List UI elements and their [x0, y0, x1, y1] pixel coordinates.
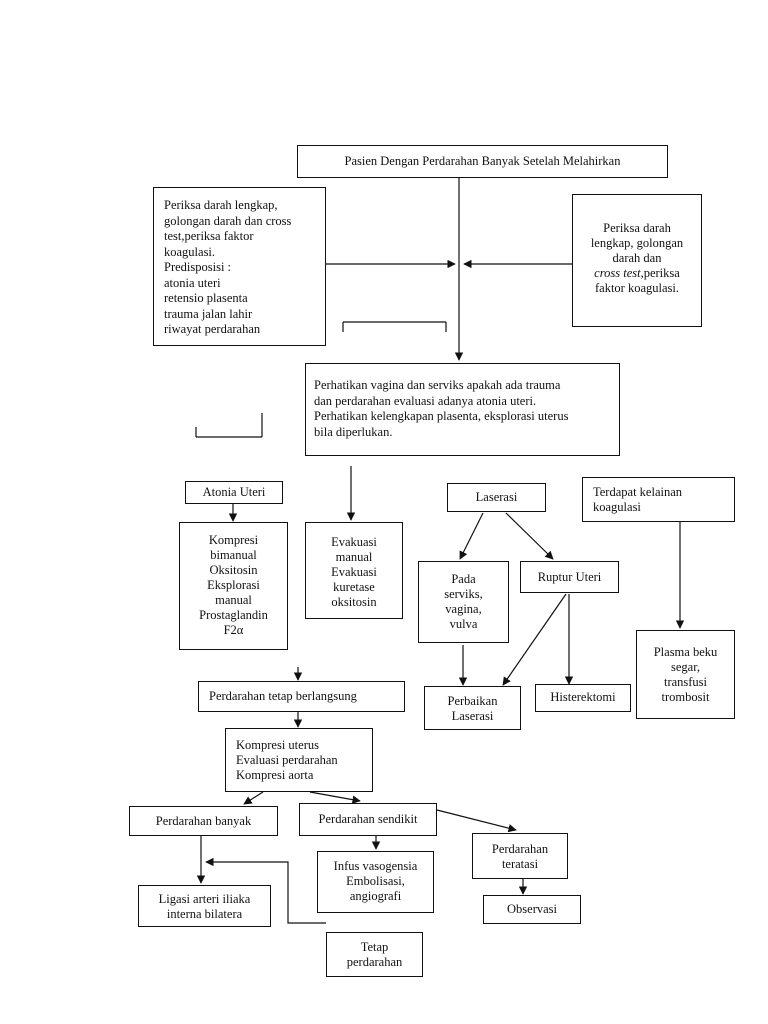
arrow-sendikit-to-teratasi	[436, 809, 517, 833]
node-pasien: Pasien Dengan Perdarahan Banyak Setelah …	[297, 145, 668, 178]
node-periksa-right-line2: ,periksa faktor koagulasi.	[594, 266, 680, 295]
node-observasi-label: Observasi	[507, 902, 557, 916]
node-plasma-beku: Plasma beku segar, transfusi trombosit	[636, 630, 735, 719]
node-perdarahan-teratasi-label: Perdarahan teratasi	[491, 842, 549, 871]
arrow-laserasi-to-pada-serviks	[459, 512, 484, 560]
node-perdarahan-teratasi: Perdarahan teratasi	[472, 833, 568, 879]
node-pada-serviks: Pada serviks, vagina, vulva	[418, 561, 509, 643]
node-perdarahan-tetap-label: Perdarahan tetap berlangsung	[209, 689, 357, 703]
node-perhatikan: Perhatikan vagina dan serviks apakah ada…	[305, 363, 620, 456]
node-plasma-beku-label: Plasma beku segar, transfusi trombosit	[653, 645, 718, 704]
node-evakuasi-label: Evakuasi manual Evakuasi kuretase oksito…	[331, 535, 377, 609]
node-perdarahan-tetap: Perdarahan tetap berlangsung	[198, 681, 405, 712]
node-atonia-uteri: Atonia Uteri	[185, 481, 283, 504]
node-tetap-perdarahan-label: Tetap perdarahan	[346, 940, 403, 969]
node-periksa-left-label: Periksa darah lengkap, golongan darah da…	[164, 198, 292, 336]
node-ruptur-uteri-label: Ruptur Uteri	[537, 570, 602, 584]
node-observasi: Observasi	[483, 895, 581, 924]
node-periksa-left: Periksa darah lengkap, golongan darah da…	[153, 187, 326, 346]
node-pasien-label: Pasien Dengan Perdarahan Banyak Setelah …	[344, 154, 621, 168]
node-kompresi-uterus: Kompresi uterus Evaluasi perdarahan Komp…	[225, 728, 373, 792]
node-histerektomi: Histerektomi	[535, 684, 631, 712]
node-kompresi-bimanual-label: Kompresi bimanual Oksitosin Eksplorasi m…	[199, 533, 268, 637]
node-evakuasi: Evakuasi manual Evakuasi kuretase oksito…	[305, 522, 403, 619]
node-histerektomi-label: Histerektomi	[550, 690, 616, 704]
node-laserasi: Laserasi	[447, 483, 546, 512]
node-periksa-right-crosstest: cross test	[594, 266, 641, 280]
node-perdarahan-banyak: Perdarahan banyak	[129, 806, 278, 836]
node-pada-serviks-label: Pada serviks, vagina, vulva	[444, 572, 483, 631]
node-perdarahan-sendikit-label: Perdarahan sendikit	[318, 812, 418, 826]
node-perdarahan-banyak-label: Perdarahan banyak	[155, 814, 252, 828]
node-ligasi-label: Ligasi arteri iliaka interna bilatera	[158, 892, 251, 921]
node-infus: Infus vasogensia Embolisasi, angiografi	[317, 851, 434, 913]
node-tetap-perdarahan: Tetap perdarahan	[326, 932, 423, 977]
node-perdarahan-sendikit: Perdarahan sendikit	[299, 803, 437, 836]
node-perbaikan-laserasi-label: Perbaikan Laserasi	[447, 694, 498, 723]
arrow-ruptur-to-perbaikan	[502, 593, 567, 686]
node-kelainan-koagulasi: Terdapat kelainan koagulasi	[582, 477, 735, 522]
arrow-kompresi-to-sendikit	[309, 791, 361, 804]
node-atonia-uteri-label: Atonia Uteri	[202, 485, 266, 499]
node-kompresi-uterus-label: Kompresi uterus Evaluasi perdarahan Komp…	[236, 738, 338, 782]
node-kompresi-bimanual: Kompresi bimanual Oksitosin Eksplorasi m…	[179, 522, 288, 650]
node-periksa-right-line1: Periksa darah lengkap, golongan darah da…	[590, 221, 684, 265]
arrow-laserasi-to-ruptur	[505, 512, 554, 560]
node-laserasi-label: Laserasi	[475, 490, 518, 504]
node-periksa-right: Periksa darah lengkap, golongan darah da…	[572, 194, 702, 327]
node-perhatikan-label: Perhatikan vagina dan serviks apakah ada…	[314, 378, 569, 439]
node-ligasi: Ligasi arteri iliaka interna bilatera	[138, 885, 271, 927]
node-perbaikan-laserasi: Perbaikan Laserasi	[424, 686, 521, 730]
node-ruptur-uteri: Ruptur Uteri	[520, 561, 619, 593]
node-infus-label: Infus vasogensia Embolisasi, angiografi	[333, 859, 418, 903]
arrow-kompresi-to-banyak	[243, 791, 264, 805]
arrow-tetap-perdarahan-loop	[205, 857, 326, 924]
node-kelainan-koagulasi-label: Terdapat kelainan koagulasi	[593, 485, 683, 514]
